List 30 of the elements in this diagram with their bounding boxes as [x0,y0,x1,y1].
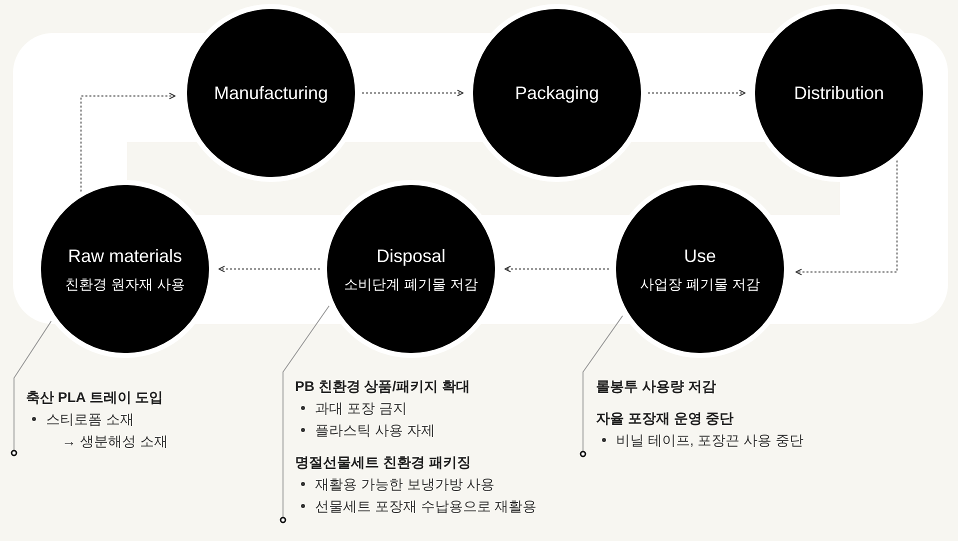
stage-note: 소비단계 폐기물 저감 [344,275,478,294]
arrow [648,90,746,96]
stage-note: 친환경 원자재 사용 [65,275,185,294]
callout-item: 과대 포장 금지 [315,399,407,418]
callout-item: → 생분해성 소재 [62,432,168,451]
callout-item: 플라스틱 사용 자제 [315,421,435,440]
stage-title: Disposal [376,245,446,268]
callout-heading: PB 친환경 상품/패키지 확대 [295,377,472,396]
stage-title: Packaging [514,82,600,105]
leader-line [10,320,52,456]
arrow [80,92,176,192]
stage-title: Use [684,245,716,268]
callout-heading: 명절선물세트 친환경 패키징 [295,453,472,472]
stage-title: Manufacturing [214,82,328,105]
callout-item: 재활용 가능한 보냉가방 사용 [315,475,495,494]
callout-item: 스티로폼 소재 [46,410,134,429]
arrow [362,90,464,96]
callout-item: 선물세트 포장재 수납용으로 재활용 [315,497,537,516]
leader-line [280,305,330,524]
callout-item: 비닐 테이프, 포장끈 사용 중단 [616,431,804,450]
callout-heading: 자율 포장재 운영 중단 [596,409,735,428]
stage-title: Distribution [794,82,884,105]
arrow [795,160,898,276]
arrow [504,266,610,272]
callout-heading: 롤봉투 사용량 저감 [596,377,717,396]
callout-heading: 축산 PLA 트레이 도입 [26,388,164,407]
arrow [218,266,320,272]
leader-line [580,315,624,458]
stage-note: 사업장 폐기물 저감 [640,275,760,294]
stage-title: Raw materials [68,245,182,268]
